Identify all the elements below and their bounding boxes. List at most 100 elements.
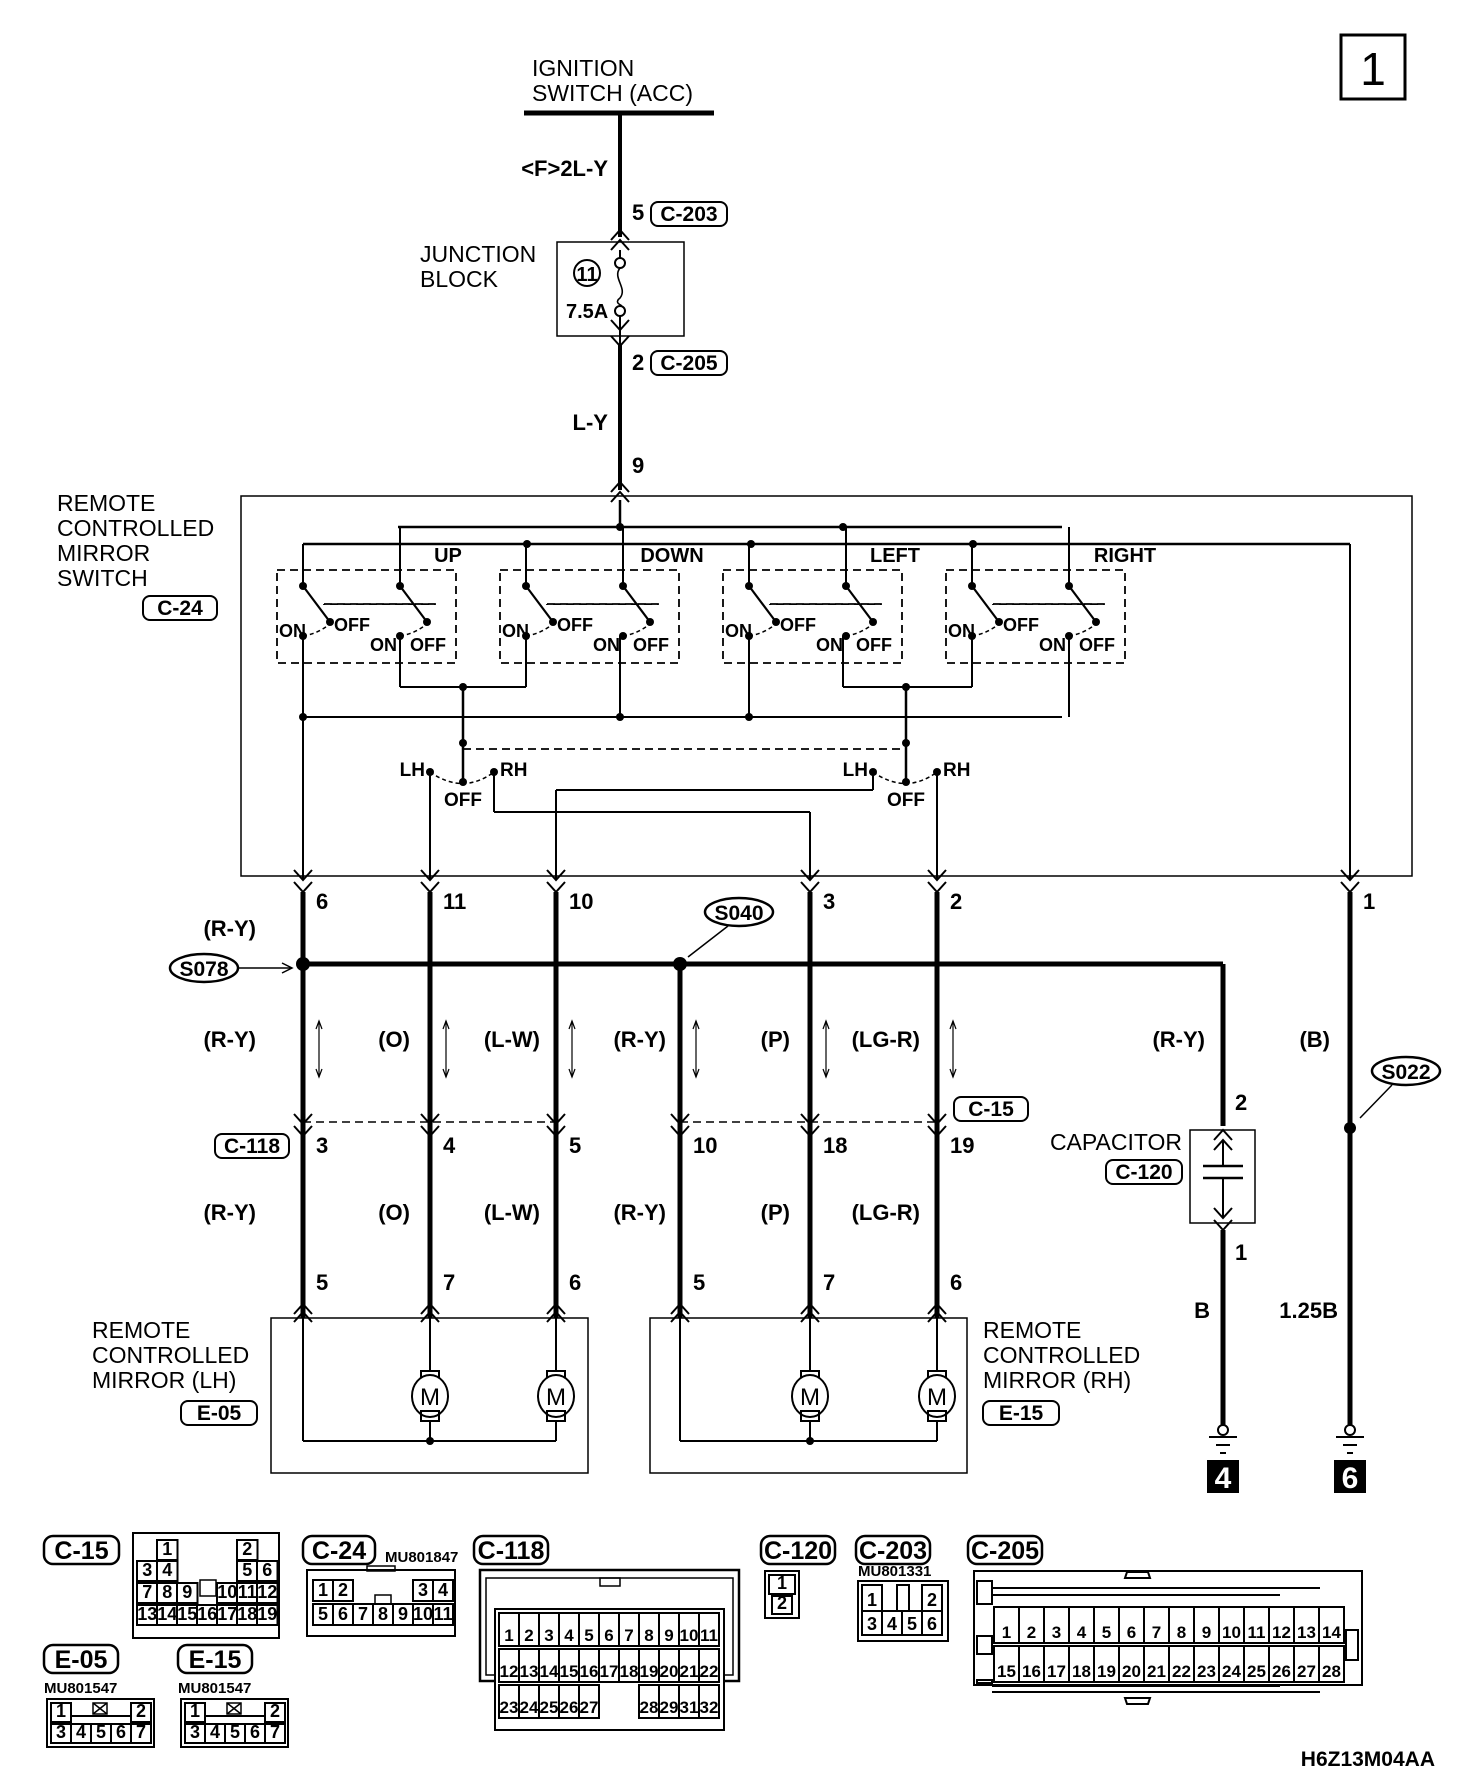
contact-on-label: ON [816, 635, 843, 655]
cavity-number: 17 [217, 1604, 237, 1624]
cavity-number: 28 [1322, 1662, 1341, 1681]
connector-housing [132, 1532, 280, 1639]
contact-off-label: OFF [780, 615, 816, 635]
switch-contact-off [423, 618, 431, 626]
connector-housing [180, 1698, 289, 1748]
cavity-number: 19 [1097, 1662, 1116, 1681]
connector-tag-c205: C-205 [660, 352, 718, 375]
connector-view-title: E-15 [189, 1646, 242, 1674]
selector-lh-label: LH [843, 760, 868, 781]
switch-pin-label: 3 [823, 889, 835, 914]
contact-off-label: OFF [856, 635, 892, 655]
contact-on-label: ON [502, 621, 529, 641]
switch-blade [1068, 585, 1097, 623]
direction-arrow-icon [692, 1019, 700, 1079]
connector-view-title-frame [472, 1534, 550, 1566]
wire-color-label: (P) [761, 1200, 790, 1225]
connector-view-title-frame [301, 1534, 377, 1566]
wire-color-label: (R-Y) [203, 1200, 256, 1225]
cavity-number: 19 [257, 1604, 277, 1624]
ground-reference-number: 6 [1342, 1462, 1359, 1495]
ground-reference-box [1207, 1460, 1239, 1493]
selector-pivot [902, 739, 910, 747]
blocked-cavity-icon [226, 1702, 242, 1715]
cavity-number: 15 [997, 1662, 1016, 1681]
connector-view-title: C-203 [859, 1537, 927, 1565]
connector-latch [599, 1577, 621, 1587]
cavity-number: 12 [257, 1582, 277, 1602]
cavity-number: 2 [1027, 1623, 1036, 1642]
terminal-arrow-icon [670, 1113, 690, 1126]
cavity-number: 4 [1077, 1623, 1087, 1642]
capacitor-pin-label: 1 [1235, 1240, 1247, 1265]
switch-contact-off [1092, 618, 1100, 626]
mirror-switch-box [240, 495, 1413, 877]
ground-wire-label: 1.25B [1279, 1298, 1338, 1323]
cavity-number: 1 [504, 1626, 513, 1645]
cavity-number: 6 [262, 1560, 272, 1580]
cavity-number: 8 [1177, 1623, 1186, 1642]
mirror-pin-label: 7 [443, 1270, 455, 1295]
switch-throw [748, 623, 777, 637]
switch-section-label: RIGHT [1094, 545, 1156, 567]
connector-latch [1123, 1697, 1152, 1705]
terminal-arrow-icon [546, 881, 566, 894]
cavity-number: 8 [162, 1582, 172, 1602]
connector-view-title-frame [42, 1643, 120, 1675]
switch-label-line: MIRROR [57, 540, 150, 566]
cavity-number: 7 [624, 1626, 633, 1645]
contact-on-label: ON [1039, 635, 1066, 655]
cavity-number: 7 [358, 1604, 368, 1624]
cavity-number: 11 [238, 1582, 257, 1602]
connector-cavity [1043, 1645, 1070, 1683]
connector-cavity [921, 1610, 943, 1636]
motor-icon [537, 1374, 575, 1418]
terminal-arrow-icon [546, 1125, 566, 1138]
connector-housing [46, 1698, 155, 1748]
wire-color-label: (LG-R) [852, 1200, 920, 1225]
connector-cavity [1318, 1645, 1345, 1683]
switch-section-frame [276, 569, 457, 664]
cavity-number: 14 [157, 1604, 177, 1624]
connector-view-title: C-120 [764, 1537, 832, 1565]
terminal-arrow-icon [927, 869, 947, 882]
switch-label-line: CONTROLLED [57, 515, 214, 541]
capacitor-label: CAPACITOR [1050, 1129, 1182, 1155]
ground-terminal-icon [1344, 1424, 1356, 1436]
terminal-arrow-icon [800, 1113, 820, 1126]
feed-wire: <F>2L-Y 5 C-203 JUNCTION BLOCK 11 7.5A 2… [420, 113, 728, 503]
junction-block-label-2: BLOCK [420, 266, 499, 292]
blocked-cavity-icon [226, 1702, 242, 1715]
switch-blade [525, 585, 554, 623]
selector-throw [429, 771, 495, 785]
switch-pin-label: 1 [1363, 889, 1375, 914]
cavity-number: 17 [600, 1662, 619, 1681]
switch-blade [748, 585, 777, 623]
switch-section-label: DOWN [640, 545, 703, 567]
motor-symbol: M [800, 1384, 820, 1411]
cavity-number: 18 [1072, 1662, 1091, 1681]
cavity-number: 4 [887, 1614, 897, 1634]
terminal-arrow-icon [800, 869, 820, 882]
splice-dot [1344, 1122, 1356, 1134]
terminal-arrow-icon [800, 1125, 820, 1138]
cavity-number: 4 [564, 1626, 574, 1645]
mirror-box [649, 1317, 968, 1474]
connector-cavity [1268, 1606, 1295, 1644]
cavity-number: 5 [1102, 1623, 1111, 1642]
wire-color-label: (L-W) [484, 1200, 540, 1225]
cavity-number: 22 [700, 1662, 719, 1681]
cavity-number: 5 [584, 1626, 593, 1645]
connector-housing [857, 1580, 949, 1642]
cavity-number: 29 [660, 1698, 679, 1717]
connector-tag-rh: E-15 [999, 1402, 1044, 1425]
c15-pin-label: 18 [823, 1133, 847, 1158]
feed-wire-color-out: L-Y [573, 410, 609, 435]
cavity-number: 1 [56, 1701, 66, 1721]
fuse-terminal [614, 305, 626, 317]
